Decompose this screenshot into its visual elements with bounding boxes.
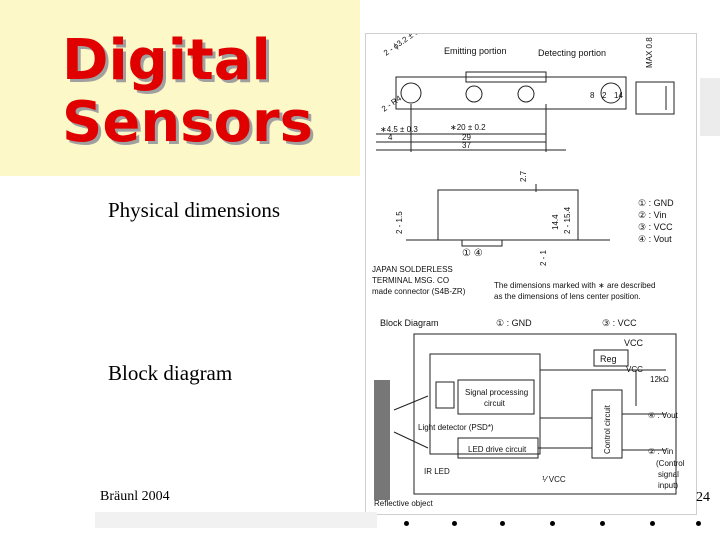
bd-reg-label: Reg	[600, 354, 617, 364]
pin-2-label: ② : Vin	[638, 210, 666, 220]
dim-2-label: 2	[602, 91, 607, 100]
dim-20-label: ∗20 ± 0.2	[450, 123, 486, 132]
connector-note-1: JAPAN SOLDERLESS	[372, 265, 453, 274]
block-diagram-label: Block diagram	[108, 361, 233, 385]
bd-vcc2-label: VCC	[624, 338, 644, 348]
side-grey-box	[700, 78, 720, 136]
emitter-lens	[465, 85, 483, 103]
sensor-top-outline	[395, 76, 627, 110]
dim-note-1: The dimensions marked with ∗ are describ…	[494, 281, 655, 290]
dim-45-label: ∗4.5 ± 0.3	[380, 125, 418, 134]
slide-title: Digital Sensors	[62, 30, 313, 154]
hole-dim-label: 2 - ϕ3.2 ± 0.3	[382, 34, 426, 58]
bd-control-sig-2: signal	[658, 470, 679, 479]
bd-vout-label: ④ : Vout	[648, 411, 679, 420]
bd-vcc3-label: VCC	[626, 365, 643, 374]
bd-control-sig-1: (Control	[656, 459, 685, 468]
footer-author: Bräunl 2004	[100, 489, 170, 504]
mount-hole-left	[400, 82, 422, 104]
signal-processing-box	[457, 379, 535, 415]
pin-4-label: ④ : Vout	[638, 234, 672, 244]
sensor-datasheet-figure: Emitting portion Detecting portion 2 - ϕ…	[365, 33, 697, 515]
bd-light-detector-label: Light detector (PSD*)	[418, 423, 494, 432]
dim-37-label: 37	[462, 141, 471, 150]
page-number: 24	[696, 490, 710, 505]
dim-29-label: 29	[462, 133, 471, 142]
sensor-side-outline	[437, 189, 579, 241]
dim-14-label: 14	[614, 91, 623, 100]
max-dim-label: MAX 0.8	[645, 37, 654, 68]
bd-control-label: Control circuit	[603, 404, 612, 454]
bd-12k-label: 12kΩ	[650, 375, 669, 384]
pin-1-label: ① : GND	[638, 198, 674, 208]
physical-dimensions-label: Physical dimensions	[108, 198, 281, 222]
bd-signal-label-2: circuit	[484, 399, 506, 408]
block-diagram-title: Block Diagram	[380, 318, 439, 328]
bd-reflective-label: Reflective object	[374, 499, 433, 508]
title-box	[0, 0, 360, 176]
bd-signal-label-1: Signal processing	[465, 388, 528, 397]
control-circuit-box	[591, 389, 623, 459]
dim-8-label: 8	[590, 91, 595, 100]
dim-4-label: 4	[388, 133, 393, 142]
dim-15-label: 2 - 1.5	[395, 211, 404, 234]
detector-lens	[517, 85, 535, 103]
title-line-1: Digital	[62, 28, 271, 93]
dot	[404, 521, 409, 526]
dim-27-label: 2.7	[519, 170, 528, 182]
dot	[696, 521, 701, 526]
block-diagram-frame	[413, 333, 677, 495]
mount-hole-right	[600, 82, 622, 104]
connector-note-2: TERMINAL MSG. CO	[372, 276, 449, 285]
bd-ir-led-label: IR LED	[424, 467, 450, 476]
pin-marks-label: ① ④	[462, 248, 483, 259]
bottom-strip	[95, 512, 377, 528]
dim-144-label: 14.4	[551, 214, 560, 230]
dot	[452, 521, 457, 526]
connector-note-3: made connector (S4B-ZR)	[372, 287, 466, 296]
bd-vin-label: ② : Vin	[648, 447, 673, 456]
reflective-object	[374, 380, 390, 500]
bd-led-drive-label: LED drive circuit	[468, 445, 527, 454]
pin-3-label: ③ : VCC	[638, 222, 673, 232]
dim-154-label: 2 - 15.4	[563, 206, 572, 234]
dot	[650, 521, 655, 526]
dim-note-2: as the dimensions of lens center positio…	[494, 292, 641, 301]
emitting-portion-label: Emitting portion	[444, 46, 507, 56]
decorative-dots	[378, 516, 718, 532]
lens-housing	[465, 71, 547, 83]
dot	[500, 521, 505, 526]
dot	[550, 521, 555, 526]
bd-vcc4-label: ⅟ VCC	[542, 475, 566, 484]
bd-control-sig-3: input)	[658, 481, 678, 490]
regulator-box	[593, 349, 629, 367]
dot	[600, 521, 605, 526]
r4-dim-label: 2 - R4	[380, 93, 403, 113]
dim-1-label: 2 - 1	[539, 249, 548, 266]
bd-vcc-label: ③ : VCC	[602, 318, 637, 328]
bd-gnd-label: ① : GND	[496, 318, 532, 328]
title-line-2: Sensors	[62, 90, 313, 155]
detecting-portion-label: Detecting portion	[538, 48, 606, 58]
